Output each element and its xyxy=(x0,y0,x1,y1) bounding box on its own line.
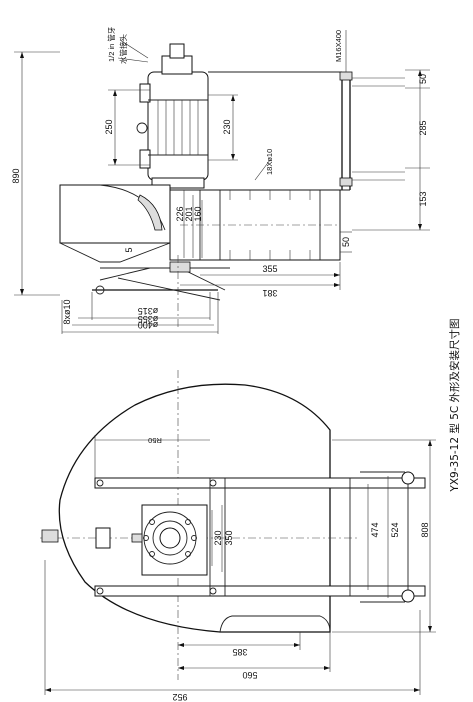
dim-355-label: 355 xyxy=(262,264,277,274)
water-joint-label: 水管接头 xyxy=(118,34,128,64)
bottom-view: R50 230 350 474 524 808 xyxy=(40,370,436,702)
dim-motor: 250 230 xyxy=(104,89,238,166)
top-view: 890 xyxy=(11,26,430,334)
dim-5-label: 5 xyxy=(124,247,134,252)
dim-285-label: 285 xyxy=(418,120,428,135)
dim-bottom: 385 560 952 xyxy=(44,560,421,702)
dim-right-bottom: 474 524 808 xyxy=(332,439,436,633)
dim-230-b-label: 230 xyxy=(213,530,223,545)
dim-horizontal-top: 355 381 xyxy=(180,262,341,298)
dim-201-label: 201 xyxy=(184,206,194,221)
dim-350-label: 350 xyxy=(224,530,234,545)
base-stand xyxy=(92,255,230,330)
dim-50-top-label: 50 xyxy=(418,74,428,84)
dim-diameters: ø315 ø355 ø400 8xø10 xyxy=(61,292,219,334)
dia-315-label: ø315 xyxy=(138,306,159,316)
dim-250-label: 250 xyxy=(104,119,114,134)
dia-355-label: ø355 xyxy=(138,314,159,324)
dim-r50: R50 xyxy=(94,435,210,478)
hole-label: 18Xø10 xyxy=(265,149,274,175)
dim-952-label: 952 xyxy=(172,692,187,702)
dim-right: 50 285 153 xyxy=(352,69,430,231)
dim-153-label: 153 xyxy=(418,191,428,206)
dim-524-label: 524 xyxy=(390,522,400,537)
dim-230-label: 230 xyxy=(222,119,232,134)
hub-flange xyxy=(131,504,208,576)
bolt-label: M16X400 xyxy=(334,30,343,62)
motor xyxy=(136,43,209,189)
dim-226-label: 226 xyxy=(175,206,185,221)
dim-474-label: 474 xyxy=(370,522,380,537)
dim-381-label: 381 xyxy=(262,288,277,298)
dim-r50-label: R50 xyxy=(148,436,162,445)
caster-wheels xyxy=(360,471,415,603)
dim-808-label: 808 xyxy=(420,522,430,537)
dim-385-label: 385 xyxy=(232,647,247,657)
dim-inlet: 226 201 160 50 5 xyxy=(124,190,352,258)
fan-housing-side: 18Xø10 xyxy=(59,149,341,263)
dim-overall-height: 890 xyxy=(11,51,60,296)
dim-hub: 230 350 xyxy=(211,505,234,572)
drawing-title: YX9-35-12 型 5C 外形及安装尺寸图 xyxy=(448,318,461,492)
frame: M16X400 xyxy=(208,30,405,191)
dim-560-label: 560 xyxy=(242,670,257,680)
pipe-labels: 1/2 in 管牙 水管接头 xyxy=(106,26,149,64)
base-frame xyxy=(94,477,426,597)
pipe-thread-label: 1/2 in 管牙 xyxy=(106,26,116,62)
dia-400-label: ø400 xyxy=(138,320,159,330)
dim-160-label: 160 xyxy=(193,206,203,221)
wheel-hole-label: 8xø10 xyxy=(62,299,72,324)
dim-50-inlet-label: 50 xyxy=(341,237,351,247)
dim-890-label: 890 xyxy=(11,168,21,183)
